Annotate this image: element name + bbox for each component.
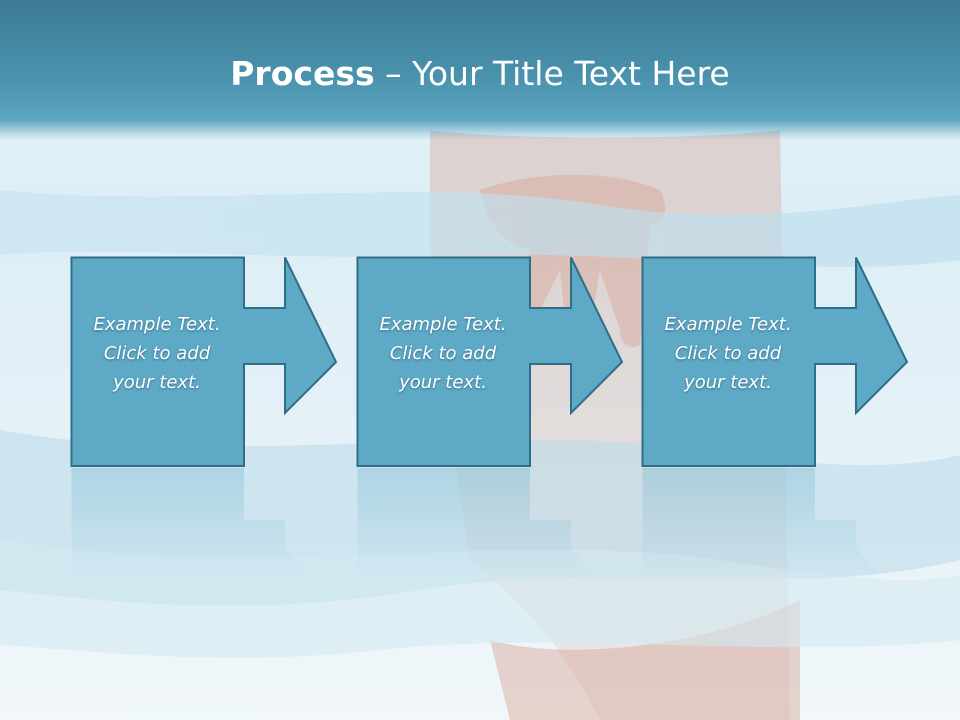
process-step-2-shape[interactable]	[356, 256, 626, 468]
step-2-line-1: Example Text.	[379, 314, 507, 335]
step-1-line-3: your text.	[113, 372, 201, 393]
step-3-line-1: Example Text.	[664, 314, 792, 335]
process-step-1-shape[interactable]	[70, 256, 340, 468]
process-step-1-text[interactable]: Example Text. Click to add your text.	[70, 310, 244, 397]
step-2-reflection	[357, 468, 596, 578]
process-step-2-text[interactable]: Example Text. Click to add your text.	[356, 310, 530, 397]
slide-title[interactable]: Process – Your Title Text Here	[0, 52, 960, 96]
step-3-reflection	[642, 468, 881, 578]
title-bold: Process	[230, 54, 375, 93]
step-3-line-3: your text.	[684, 372, 772, 393]
process-step-3-text[interactable]: Example Text. Click to add your text.	[641, 310, 815, 397]
step-2-line-2: Click to add	[389, 343, 497, 364]
title-rest: – Your Title Text Here	[374, 54, 730, 93]
process-step-3-shape[interactable]	[641, 256, 911, 468]
step-3-line-2: Click to add	[674, 343, 782, 364]
step-1-line-1: Example Text.	[93, 314, 221, 335]
step-1-line-2: Click to add	[103, 343, 211, 364]
header-band	[0, 0, 960, 140]
step-1-reflection	[71, 468, 310, 578]
step-2-line-3: your text.	[399, 372, 487, 393]
